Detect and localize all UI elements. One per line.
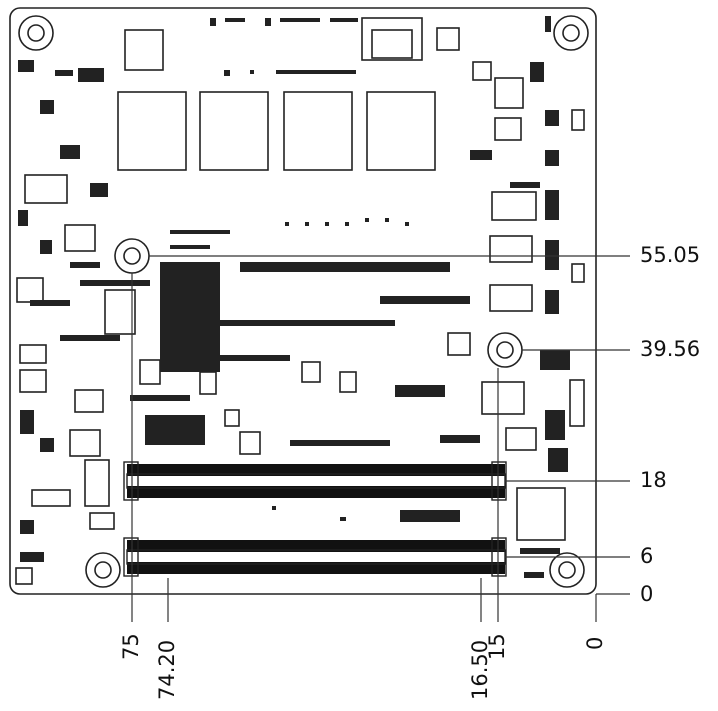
standoff-hole-left xyxy=(114,238,150,274)
mounting-hole-bottom-right xyxy=(549,552,585,588)
chip-u2 xyxy=(199,91,269,171)
chip-top-left xyxy=(124,29,164,71)
dim-label-55-05: 55.05 xyxy=(640,243,701,267)
chip-u1 xyxy=(117,91,187,171)
mounting-hole-top-left xyxy=(18,15,54,51)
connector-upper xyxy=(123,461,507,501)
mounting-hole-bottom-left xyxy=(85,552,121,588)
mounting-hole-top-right xyxy=(553,15,589,51)
dimension-lines xyxy=(131,255,630,622)
dim-label-75: 75 xyxy=(119,633,143,660)
connector-lower xyxy=(123,537,507,577)
dim-label-6: 6 xyxy=(640,544,654,568)
dim-label-74-20: 74.20 xyxy=(155,639,179,700)
dim-label-18: 18 xyxy=(640,468,667,492)
small-pads xyxy=(18,16,570,578)
standoff-hole-right xyxy=(487,332,523,368)
dim-label-0-right: 0 xyxy=(640,582,654,606)
dim-label-15: 15 xyxy=(485,633,509,660)
chip-u3 xyxy=(283,91,353,171)
chip-u4 xyxy=(366,91,436,171)
dim-label-39-56: 39.56 xyxy=(640,337,701,361)
connector-top xyxy=(361,17,423,61)
dim-label-0-bottom: 0 xyxy=(583,636,607,650)
board-outline xyxy=(9,7,597,595)
